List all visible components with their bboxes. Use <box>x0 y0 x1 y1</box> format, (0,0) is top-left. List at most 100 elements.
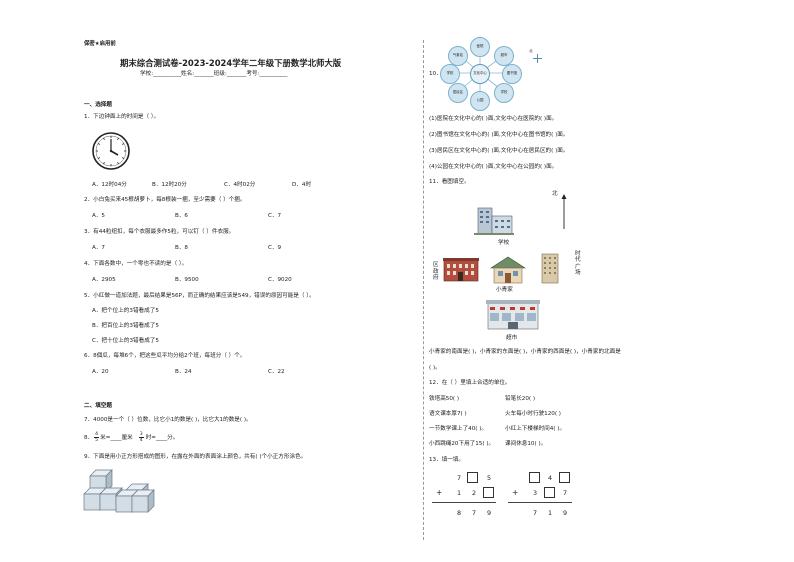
q5-option-c: C．把十位上的3错看成了5 <box>92 338 159 344</box>
q12-heading: 12．在（ ）里填上合适的单位。 <box>429 380 511 386</box>
school-building-icon <box>474 207 514 235</box>
q8-fraction-2: 3 4 <box>138 431 144 443</box>
vertical-addition-2: 4 + 3 7 7 1 9 <box>508 472 572 522</box>
map-node-school-2: 学校 <box>494 83 514 103</box>
q1-option-b: B．12时20分 <box>152 182 187 188</box>
q6-option-a: A．20 <box>92 369 109 375</box>
calc1-r2-c2: 2 <box>472 489 477 497</box>
q7-text: 7．4000是一个（ ）位数，比它小1的数是( )，比它大1的数是( )。 <box>84 417 252 423</box>
clock-figure <box>92 132 130 170</box>
calc1-plus: + <box>436 488 443 497</box>
calc2-r2-c2-blank[interactable] <box>544 487 555 498</box>
q12-row2-a: 语文课本厚7( ) <box>429 411 467 417</box>
q12-row4-b: 课间休息10( )。 <box>505 441 547 447</box>
home-label: 小青家 <box>496 287 513 293</box>
q1-text: 1．下边钟面上的时间是（ ）。 <box>84 114 160 120</box>
map-node-residential: 居民区 <box>448 83 468 103</box>
q6-option-c: C．22 <box>268 369 285 375</box>
q3-text: 3．有44粒纽扣，每个衣服最多作5粒，可以钉（ ）件衣服。 <box>84 229 235 235</box>
q12-row3-b: 小红上下楼梯时间4( )。 <box>505 426 566 432</box>
q8-frac2-den: 4 <box>139 437 143 443</box>
q6-text: 6．8個瓜，每堆6个，把这些瓜平均分给2个班，每班分（ ）个。 <box>84 353 246 359</box>
page-fold-line <box>423 40 424 540</box>
q12-row1-b: 铅笔长20( ) <box>505 396 536 402</box>
q11-heading: 11．看图填空。 <box>429 179 470 185</box>
q8-line: 8． 4 5 米=____厘米 3 4 时=____分。 <box>84 430 178 444</box>
q5-option-b: B．把百位上的3错看成了5 <box>92 323 159 329</box>
calc1-result-c3: 9 <box>487 509 492 517</box>
calc2-result-c2: 1 <box>548 509 553 517</box>
calc1-r1-c2-blank[interactable] <box>467 472 478 483</box>
map-node-library: 图书馆 <box>502 64 522 84</box>
q1-option-a: A．12时04分 <box>92 182 127 188</box>
q4-option-a: A．2905 <box>92 277 116 283</box>
calc2-r1-c1-blank[interactable] <box>529 472 540 483</box>
map-node-park: 公园 <box>470 91 490 111</box>
map-node-supermarket: 超市 <box>494 46 514 66</box>
q1-option-d: D．4时 <box>292 182 312 188</box>
q10-line-1: (1)医院在文化中心的( )面,文化中心在医院的( )面。 <box>429 116 558 122</box>
q10-line-2: (2)图书馆在文化中心的( )面,文化中心在图书馆的( )面。 <box>429 132 569 138</box>
q11-line-2: ( )。 <box>429 365 441 371</box>
gov-label: 区政府 <box>433 262 439 282</box>
calc2-r2-c1: 3 <box>533 489 538 497</box>
q8-prefix: 8． <box>84 435 94 441</box>
north-arrow-icon <box>561 194 567 229</box>
q3-option-b: B．8 <box>175 245 188 251</box>
q8-fraction-1: 4 5 <box>94 431 100 443</box>
q3-option-a: A．7 <box>92 245 105 251</box>
q4-text: 4．下面各数中，一个零也不读的是（ ）。 <box>84 261 188 267</box>
q2-option-b: B．6 <box>175 213 188 219</box>
q5-option-a: A．把个位上的3错看成了5 <box>92 308 159 314</box>
cube-stack-figure <box>83 469 155 513</box>
q1-option-c: C．4时02分 <box>224 182 256 188</box>
q2-text: 2．小白兔买来45根胡萝卜，每8根装一捆，至少需要（ ）个捆。 <box>84 197 246 203</box>
page-title: 期末综合测试卷-2023-2024学年二年级下册数学北师大版 <box>120 58 342 68</box>
q2-option-c: C．7 <box>268 213 282 219</box>
home-house-icon <box>489 256 527 284</box>
calc2-sum-line <box>508 502 572 503</box>
q12-row3-a: 一节数学课上了40( )。 <box>429 426 488 432</box>
calc1-sum-line <box>432 502 496 503</box>
q8-end: 时=____分。 <box>145 435 179 441</box>
q4-option-b: B．9500 <box>175 277 199 283</box>
vertical-addition-1: 7 5 + 1 2 8 7 9 <box>432 472 496 522</box>
q12-row1-a: 铁塔高50( ) <box>429 396 460 402</box>
section-choice-heading: 一、选择题 <box>84 102 112 108</box>
q4-option-c: C．9020 <box>268 277 292 283</box>
q13-heading: 13．填一填。 <box>429 457 465 463</box>
compass-north-label: 北 <box>529 49 533 53</box>
q6-option-b: B．24 <box>175 369 192 375</box>
q12-row4-a: 小西跳绳20下用了15( )。 <box>429 441 495 447</box>
supermarket-label: 超市 <box>506 335 518 341</box>
square-label: 时代广场 <box>575 251 581 277</box>
calc2-r1-c3-blank[interactable] <box>559 472 570 483</box>
confidential-mark: 保密★启用前 <box>84 41 116 47</box>
north-label: 北 <box>552 191 558 197</box>
map-compass: 北 <box>529 49 546 66</box>
calc2-r1-c2: 4 <box>548 474 553 482</box>
q12-row2-b: 火车每小时行驶120( ) <box>505 411 561 417</box>
q10-line-3: (3)居民区在文化中心的( )面,文化中心在居民区的( )面。 <box>429 148 569 154</box>
school-label: 学校 <box>498 240 510 246</box>
map-node-culture-center: 文化中心 <box>470 64 490 84</box>
q10-label: 10． <box>429 71 442 77</box>
q5-text: 5．小红做一道加法题，最后结果是56P，而正确的结果应该是549，错误的原因可能… <box>84 293 315 299</box>
calc2-r2-c3: 7 <box>563 489 568 497</box>
government-building-icon <box>443 258 479 282</box>
calc1-r1-c1: 7 <box>457 474 462 482</box>
q8-mid: 米=____厘米 <box>100 435 133 441</box>
calc1-r2-c3-blank[interactable] <box>483 487 494 498</box>
calc2-result-c1: 7 <box>533 509 538 517</box>
q8-frac2-num: 3 <box>138 431 144 438</box>
calc1-result-c1: 8 <box>457 509 462 517</box>
q8-frac1-num: 4 <box>94 431 100 438</box>
calc1-r1-c3: 5 <box>487 474 492 482</box>
calc2-result-c3: 9 <box>563 509 568 517</box>
calc1-result-c2: 7 <box>472 509 477 517</box>
calc2-plus: + <box>512 488 519 497</box>
q9-text: 9．下面是用小正方形搭成的图形，在露在外面的表面涂上颜色，共有( )个小正方形涂… <box>84 454 307 460</box>
q8-frac1-den: 5 <box>95 437 99 443</box>
section-fill-heading: 二、填空题 <box>84 403 112 409</box>
q11-line-1: 小青家的南面是( )，小青家的东面是( )，小青家的西面是( )，小青家的北面是 <box>429 349 621 355</box>
